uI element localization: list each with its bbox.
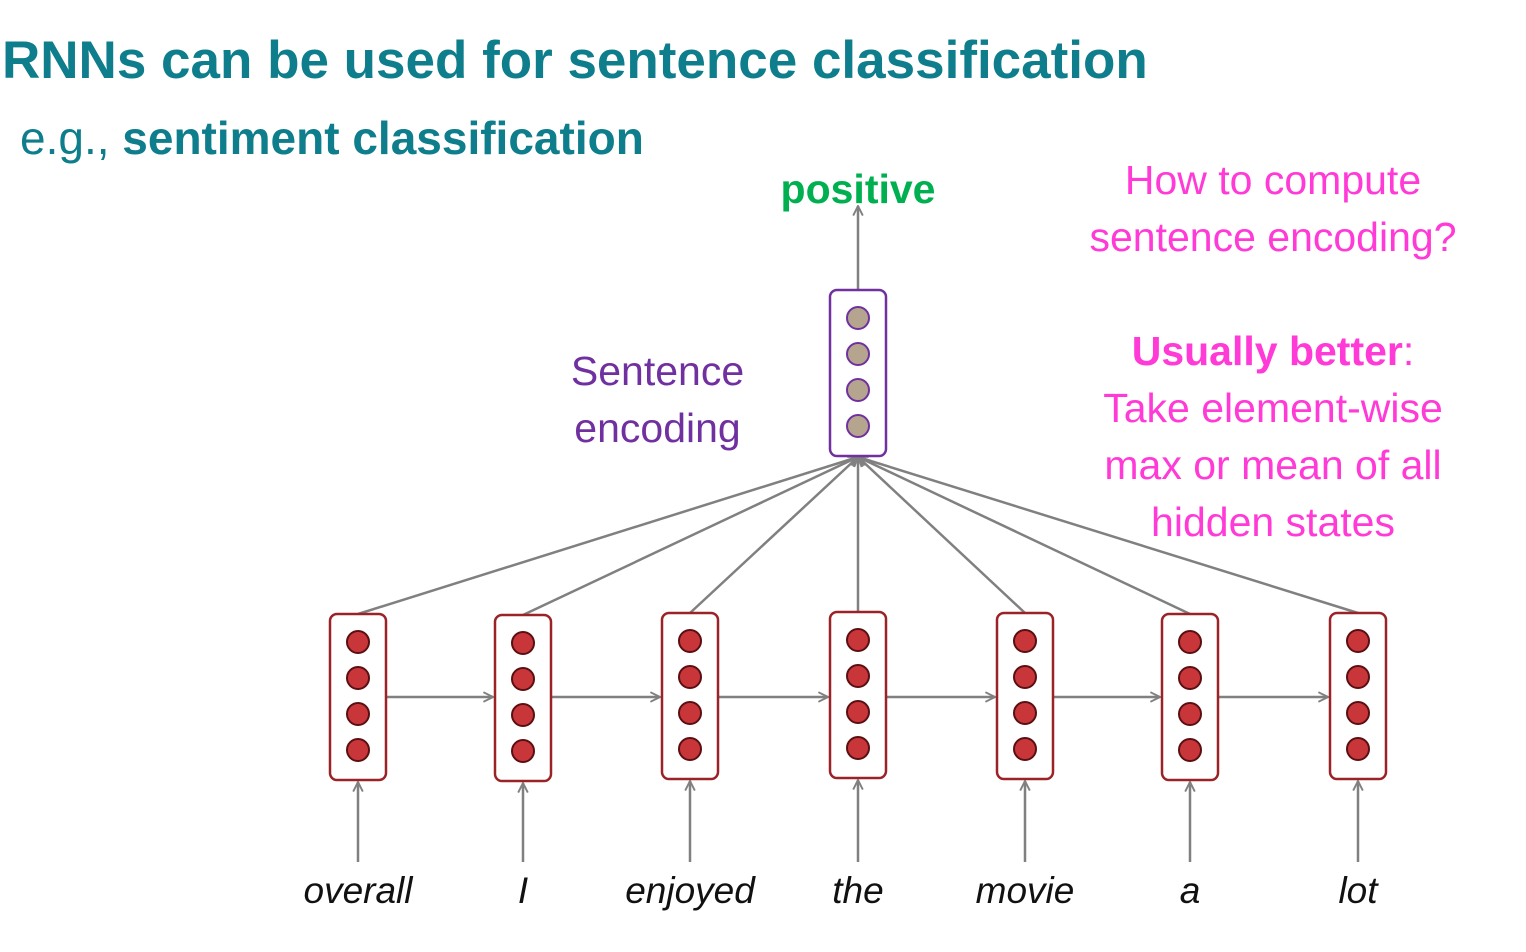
hidden-node <box>346 666 370 690</box>
hidden-states <box>328 610 1388 783</box>
answer-colon: : <box>1402 328 1415 374</box>
hidden-node <box>1178 702 1202 726</box>
answer-note: Usually better: Take element-wise max or… <box>1066 323 1480 551</box>
hidden-node <box>678 629 702 653</box>
input-word: a <box>1179 870 1201 911</box>
slide-title: RNNs can be used for sentence classifica… <box>2 31 1148 90</box>
hidden-node <box>511 667 535 691</box>
hidden-node <box>1346 665 1370 689</box>
hidden-state-vector <box>328 612 388 782</box>
question-line1: How to compute <box>1124 157 1422 203</box>
encoding-label-line1: Sentence <box>570 348 745 394</box>
hidden-state-vector <box>995 611 1055 781</box>
pooling-arrow <box>357 457 858 616</box>
encoding-node <box>846 342 870 366</box>
sentence-encoding-vector <box>828 288 888 458</box>
hidden-node <box>1178 666 1202 690</box>
hidden-node <box>1178 738 1202 762</box>
hidden-node <box>1013 737 1037 761</box>
hidden-node <box>846 736 870 760</box>
hidden-node <box>678 737 702 761</box>
hidden-box <box>660 611 720 781</box>
input-word: lot <box>1338 870 1378 911</box>
pooling-arrow <box>858 457 1359 615</box>
question-line2: sentence encoding? <box>1089 214 1457 260</box>
encoding-node <box>846 414 870 438</box>
hidden-state-vector <box>1328 611 1388 781</box>
hidden-node <box>1346 629 1370 653</box>
hidden-state-vector <box>660 611 720 781</box>
pooling-arrow <box>858 457 1191 616</box>
pooling-arrow <box>858 457 1026 614</box>
pooling-arrow <box>522 457 858 617</box>
output-label-positive: positive <box>780 166 936 212</box>
hidden-node <box>346 702 370 726</box>
answer-line2: Take element-wise <box>1103 385 1443 431</box>
question-note: How to compute sentence encoding? <box>1066 152 1480 266</box>
pooling-arrow <box>689 457 858 614</box>
hidden-node <box>1013 701 1037 725</box>
hidden-node <box>1346 701 1370 725</box>
hidden-node <box>511 703 535 727</box>
hidden-node <box>1346 737 1370 761</box>
encoding-label-line2: encoding <box>574 405 741 451</box>
answer-line4: hidden states <box>1151 499 1395 545</box>
hidden-box <box>995 611 1055 781</box>
hidden-node <box>511 631 535 655</box>
hidden-node <box>1013 665 1037 689</box>
pooling-arrows <box>357 457 1359 617</box>
encoding-node <box>846 306 870 330</box>
hidden-box <box>493 613 553 783</box>
hidden-box <box>1160 612 1220 782</box>
input-arrows <box>358 780 1358 862</box>
hidden-state-vector <box>493 613 553 783</box>
hidden-node <box>678 701 702 725</box>
hidden-node <box>846 628 870 652</box>
hidden-box <box>828 610 888 780</box>
answer-line3: max or mean of all <box>1104 442 1442 488</box>
hidden-node <box>346 630 370 654</box>
subtitle-bold: sentiment classification <box>122 112 644 164</box>
input-word: the <box>832 870 884 911</box>
sentence-encoding-label: Sentence encoding <box>545 343 770 457</box>
slide-subtitle: e.g., sentiment classification <box>20 113 644 164</box>
hidden-node <box>678 665 702 689</box>
hidden-state-vector <box>828 610 888 780</box>
hidden-box <box>1328 611 1388 781</box>
encoding-node <box>846 378 870 402</box>
hidden-node <box>1178 630 1202 654</box>
input-word: enjoyed <box>625 870 755 911</box>
input-word: movie <box>975 870 1075 911</box>
input-word: I <box>517 870 529 911</box>
answer-line1: Usually better: <box>1066 323 1480 380</box>
hidden-state-vector <box>1160 612 1220 782</box>
input-word: overall <box>303 870 413 911</box>
answer-bold: Usually better <box>1131 328 1403 374</box>
encoding-box <box>828 288 888 458</box>
subtitle-prefix: e.g., <box>20 112 123 164</box>
hidden-node <box>846 700 870 724</box>
hidden-node <box>346 738 370 762</box>
hidden-node <box>1013 629 1037 653</box>
hidden-node <box>846 664 870 688</box>
hidden-node <box>511 739 535 763</box>
hidden-box <box>328 612 388 782</box>
